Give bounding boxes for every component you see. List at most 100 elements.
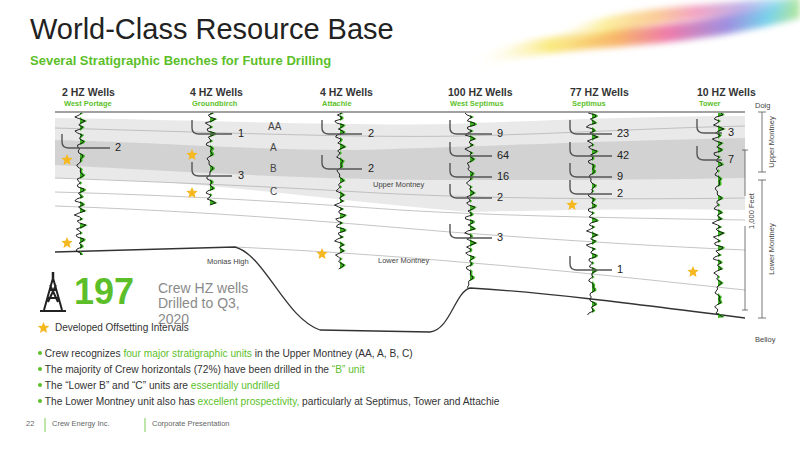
star-marker [61, 154, 72, 165]
star-sample [38, 322, 49, 333]
text-label: Monias High [207, 258, 249, 266]
callout-number: 9 [617, 170, 623, 182]
text-label: Upper Montney [373, 181, 424, 189]
horizontal-well [192, 120, 232, 134]
text-label: Belloy [755, 336, 775, 344]
callout-number: 2 [368, 127, 374, 139]
bullet-line: The “Lower B” and “C” units areessential… [38, 380, 282, 391]
text-label: 4 HZ Wells [190, 87, 243, 99]
bullet-line: The majority of Crew horizontals (72%) h… [38, 364, 367, 375]
horizontal-well [450, 224, 492, 238]
doig-line [55, 111, 745, 112]
callout-number: 2 [368, 162, 374, 174]
well-log [712, 113, 724, 317]
text-label: 2 HZ Wells [62, 87, 115, 99]
derrick-icon [40, 272, 66, 311]
legend-star [37, 321, 50, 334]
star-marker [687, 266, 698, 277]
log-fill [718, 113, 726, 318]
callout-number: 42 [617, 149, 629, 161]
footer-text: Crew Energy Inc. [52, 420, 110, 428]
callout-number: 7 [728, 153, 734, 165]
bullet-text: Crew recognizes [45, 348, 121, 359]
scale-bracket [742, 112, 766, 318]
callout-number: 2 [115, 141, 121, 153]
bullet-dot [38, 367, 42, 371]
horizontal-well [450, 142, 492, 156]
footer-rules [45, 418, 145, 432]
callout-number: 2 [497, 191, 503, 203]
callout-number: 9 [497, 127, 503, 139]
horizontal-well [450, 120, 492, 134]
horizontal-well [570, 256, 612, 270]
text-label: Groundbirch [192, 100, 237, 108]
belloy-line [55, 247, 745, 332]
horizontal-well [450, 163, 492, 177]
text-label: A [270, 142, 277, 153]
horizontal-well [322, 155, 362, 169]
legend-text: Developed Offsetting Intervals [55, 322, 189, 333]
horizontal-well [570, 163, 612, 177]
text-label: C [270, 186, 277, 197]
bullet-dot [38, 383, 42, 387]
legend-row: Developed Offsetting Intervals [37, 321, 189, 334]
horizontal-well [322, 120, 362, 134]
slide-title: World-Class Resource Base [30, 14, 394, 46]
text-label: Attachie [322, 100, 352, 108]
horizontal-well [697, 146, 722, 160]
bullet-line: The Lower Montney unit also hasexcellent… [38, 396, 502, 407]
callout-number: 16 [497, 170, 509, 182]
bullet-dot [38, 399, 42, 403]
bullet-text: excellent prospectivity, [198, 396, 300, 407]
footer-text: 22 [26, 420, 34, 428]
horizontal-well [450, 184, 492, 198]
callout-number: 64 [497, 149, 509, 161]
text-label: Upper Montney [768, 116, 776, 167]
bullet-text: The “Lower B” and “C” units are [45, 380, 188, 391]
text-label: 1,000 Feet [748, 193, 756, 229]
bullet-text: The majority of Crew horizontals (72%) h… [45, 364, 329, 375]
text-label: 4 HZ Wells [320, 87, 373, 99]
star-marker [566, 199, 577, 210]
b-unit-band [55, 138, 745, 180]
bullet-dot [38, 351, 42, 355]
text-label: AA [268, 121, 281, 132]
star-marker [186, 149, 197, 160]
text-label: Crew HZ wells Drilled to Q3, 2020 [158, 281, 258, 327]
callout-number: 1 [238, 127, 244, 139]
footer-text: Corporate Presentation [152, 420, 230, 428]
text-label: 10 HZ Wells [697, 87, 756, 99]
text-label: Tower [699, 100, 721, 108]
bullet-line: Crew recognizesfour major stratigraphic … [38, 348, 415, 359]
strata-lines [55, 126, 745, 290]
text-label: Septimus [572, 100, 606, 108]
horizontal-well [570, 142, 612, 156]
star-marker [186, 187, 197, 198]
bullet-text: essentially undrilled [191, 380, 280, 391]
horizontal-well [570, 120, 612, 134]
callout-number: 1 [617, 263, 623, 275]
bullet-text: in the Upper Montney (AA, A, B, C) [255, 348, 413, 359]
text-label: 197 [74, 272, 134, 312]
well-log [465, 113, 476, 289]
bullet-text: The Lower Montney unit also has [45, 396, 195, 407]
text-label: Lower Montney [768, 223, 776, 274]
bullet-text: particularly at Septimus, Tower and Atta… [302, 396, 499, 407]
callout-number: 3 [238, 169, 244, 181]
text-label: West Septimus [450, 100, 504, 108]
star-marker [61, 237, 72, 248]
text-label: Several Stratigraphic Benches for Future… [30, 54, 331, 68]
text-label: Doig [755, 102, 770, 110]
star-marker [316, 248, 327, 259]
text-label: 100 HZ Wells [448, 87, 513, 99]
swirl [470, 0, 800, 66]
well-log [586, 113, 597, 315]
text-label: 77 HZ Wells [570, 87, 629, 99]
horizontal-well [62, 134, 110, 148]
horizontal-well [697, 119, 722, 133]
text-label: Lower Montney [378, 257, 429, 265]
well-log [205, 113, 215, 205]
callout-number: 3 [497, 231, 503, 243]
callout-number: 2 [617, 187, 623, 199]
